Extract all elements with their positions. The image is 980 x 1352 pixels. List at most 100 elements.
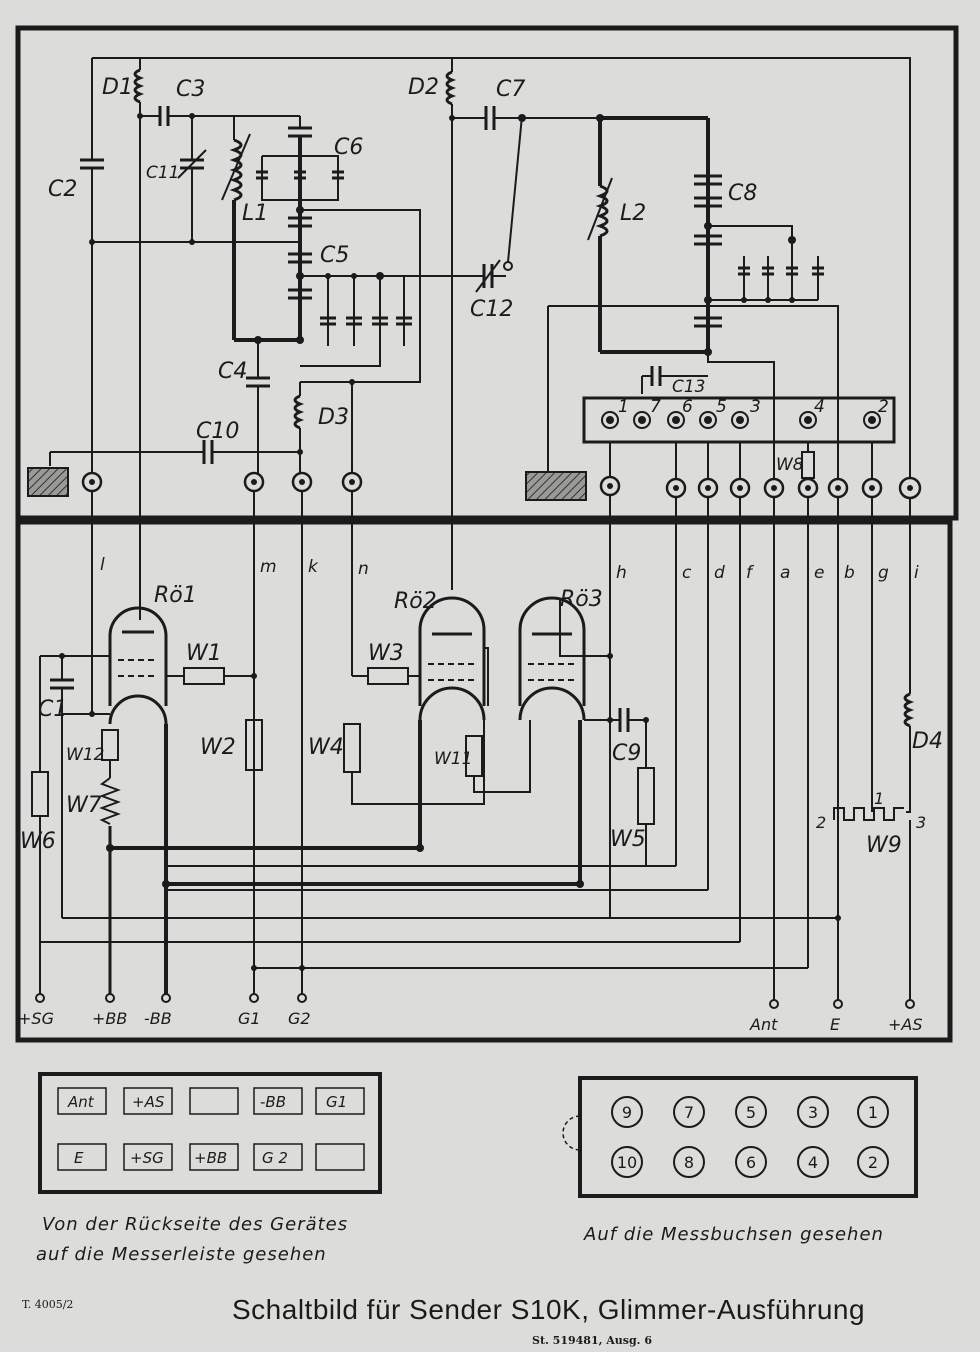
connector-pin-1 bbox=[601, 411, 619, 429]
label-c1: C1 bbox=[38, 697, 67, 722]
socket-label: 6 bbox=[746, 1153, 756, 1172]
label-ro1: Rö1 bbox=[154, 583, 197, 608]
terminal-label: -BB bbox=[144, 1009, 172, 1028]
wire-letter: a bbox=[780, 563, 790, 583]
socket-label: 3 bbox=[808, 1103, 818, 1122]
socket-label: 4 bbox=[808, 1153, 818, 1172]
knife-label: +AS bbox=[132, 1093, 165, 1111]
lower-section bbox=[15, 491, 953, 1043]
pin-label: 7 bbox=[650, 397, 661, 417]
terminal-label: E bbox=[830, 1015, 841, 1034]
label-w12: W12 bbox=[66, 745, 104, 765]
pin-label: 4 bbox=[814, 397, 825, 417]
terminal-label: +SG bbox=[18, 1009, 54, 1028]
socket-label: 2 bbox=[868, 1153, 878, 1172]
connector-pin-4 bbox=[799, 411, 817, 429]
knife-label: E bbox=[74, 1149, 84, 1167]
wire-letter: h bbox=[616, 563, 627, 583]
label-w5: W5 bbox=[610, 827, 646, 852]
label-w7: W7 bbox=[66, 793, 102, 818]
label-ro3: Rö3 bbox=[560, 587, 603, 612]
pin-label: 3 bbox=[750, 397, 761, 417]
wire-letter: n bbox=[358, 559, 369, 579]
connector-pin-5 bbox=[699, 411, 717, 429]
wire-letter: c bbox=[682, 563, 692, 583]
connector-pins bbox=[601, 411, 881, 429]
wire-letter: d bbox=[714, 563, 725, 583]
connector-pin-3 bbox=[731, 411, 749, 429]
connector-pin-labels: 1 7 6 5 3 4 2 bbox=[618, 397, 889, 417]
terminal-label: +BB bbox=[92, 1009, 127, 1028]
label-c7: C7 bbox=[496, 77, 525, 102]
label-d2: D2 bbox=[408, 75, 439, 100]
stock-number: St. 519481, Ausg. 6 bbox=[532, 1334, 652, 1347]
caption-measuring-sockets: Auf die Messbuchsen gesehen bbox=[584, 1224, 884, 1245]
label-c8: C8 bbox=[728, 181, 757, 206]
wire-letter: e bbox=[814, 563, 824, 583]
label-l2: L2 bbox=[620, 201, 646, 226]
label-w6: W6 bbox=[20, 829, 56, 854]
socket-label: 1 bbox=[868, 1103, 878, 1122]
knife-label: G 2 bbox=[262, 1149, 288, 1167]
wire-letter: g bbox=[878, 563, 889, 583]
measuring-socket-panel bbox=[562, 1076, 918, 1198]
wire-letters: l m k n h c d f a e b g i bbox=[100, 555, 919, 583]
socket-label: 10 bbox=[617, 1153, 637, 1172]
pin-label: 5 bbox=[716, 397, 727, 417]
label-w8: W8 bbox=[776, 455, 804, 475]
socket-label: 8 bbox=[684, 1153, 694, 1172]
upper-component-labels: D1 C3 C2 C11 L1 C6 C5 C4 D3 C10 D2 C7 C1… bbox=[48, 75, 804, 475]
label-w9-pin1: 1 bbox=[874, 789, 884, 808]
knife-strip-labels: Ant +AS -BB G1 E +SG +BB G 2 bbox=[67, 1093, 347, 1167]
caption-knife-strip-line2: auf die Messerleiste gesehen bbox=[36, 1244, 327, 1265]
knife-strip-panel bbox=[38, 1072, 382, 1194]
wire-letter: k bbox=[308, 557, 319, 577]
pin-label: 1 bbox=[618, 397, 629, 417]
label-c5: C5 bbox=[320, 243, 349, 268]
label-c13: C13 bbox=[672, 377, 706, 397]
label-d3: D3 bbox=[318, 405, 349, 430]
wire-letter: b bbox=[844, 563, 855, 583]
label-l1: L1 bbox=[242, 201, 268, 226]
page-title: Schaltbild für Sender S10K, Glimmer-Ausf… bbox=[232, 1294, 866, 1325]
ground-block-right bbox=[525, 471, 587, 501]
label-c12: C12 bbox=[470, 297, 513, 322]
label-c10: C10 bbox=[196, 419, 239, 444]
connector-pin-6 bbox=[667, 411, 685, 429]
label-d4: D4 bbox=[912, 729, 943, 754]
knife-label: G1 bbox=[326, 1093, 347, 1111]
junction-dots bbox=[59, 113, 841, 971]
lower-component-labels: Rö1 Rö2 Rö3 W1 W2 W3 W4 W5 W6 W7 W11 W12… bbox=[20, 583, 943, 858]
pin-label: 6 bbox=[682, 397, 693, 417]
label-w9-pin3: 3 bbox=[916, 813, 926, 832]
socket-label: 9 bbox=[622, 1103, 632, 1122]
label-d1: D1 bbox=[102, 75, 133, 100]
label-c11: C11 bbox=[146, 163, 180, 183]
bottom-terminal-circles bbox=[35, 993, 915, 1009]
wire-letter: l bbox=[100, 555, 105, 575]
label-c4: C4 bbox=[218, 359, 247, 384]
document-number: T. 4005/2 bbox=[22, 1298, 74, 1311]
label-c2: C2 bbox=[48, 177, 77, 202]
knife-label: -BB bbox=[260, 1093, 286, 1111]
label-w1: W1 bbox=[186, 641, 222, 666]
label-w4: W4 bbox=[308, 735, 344, 760]
label-w11: W11 bbox=[434, 749, 472, 769]
label-c6: C6 bbox=[334, 135, 363, 160]
wire-letter: f bbox=[746, 563, 755, 583]
wire-letter: i bbox=[914, 563, 919, 583]
connector-pin-2 bbox=[863, 411, 881, 429]
knife-label: +BB bbox=[194, 1149, 227, 1167]
ground-block-left bbox=[27, 467, 69, 497]
caption-knife-strip-line1: Von der Rückseite des Gerätes bbox=[42, 1214, 349, 1235]
knife-label: +SG bbox=[130, 1149, 164, 1167]
measuring-socket-labels: 9 7 5 3 1 10 8 6 4 2 bbox=[617, 1103, 878, 1172]
socket-label: 5 bbox=[746, 1103, 756, 1122]
terminal-label: G1 bbox=[238, 1009, 261, 1028]
label-c3: C3 bbox=[176, 77, 205, 102]
upper-section bbox=[15, 25, 959, 620]
bottom-terminal-labels: +SG +BB -BB G1 G2 Ant E +AS bbox=[18, 1009, 923, 1034]
label-w2: W2 bbox=[200, 735, 236, 760]
wire-letter: m bbox=[260, 557, 277, 577]
